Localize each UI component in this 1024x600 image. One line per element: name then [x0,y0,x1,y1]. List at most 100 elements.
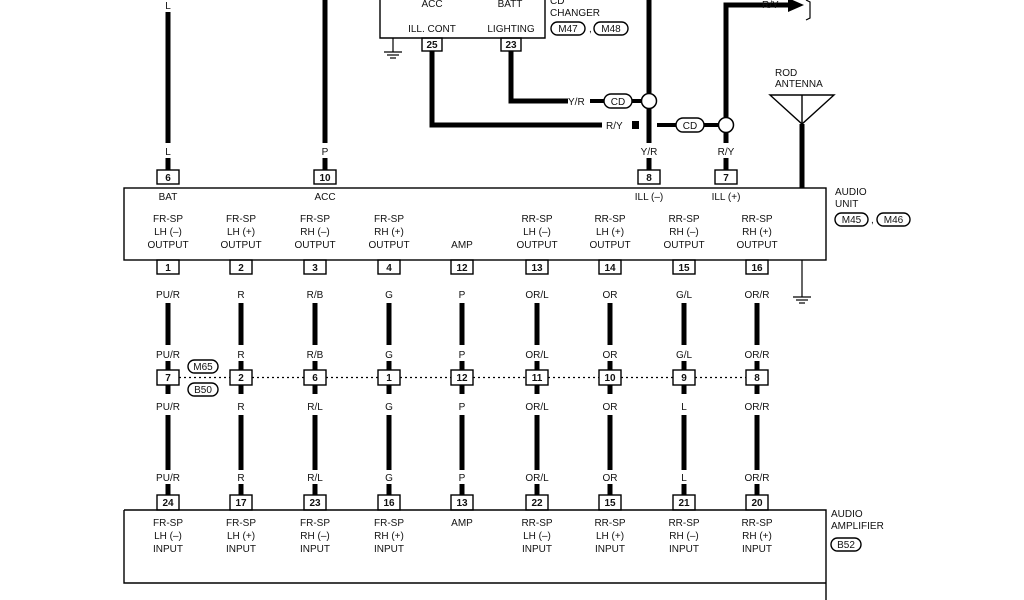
wire-ry-route [429,51,602,128]
audio-unit-output-pin: 4 [386,263,392,274]
wire-code-lower: OR [603,473,618,484]
splice-ry [717,116,735,134]
junction-wire-code-lower: PU/R [156,402,180,413]
junction-wire-code-upper: OR/R [745,350,770,361]
junction-wire-code-upper: R/B [307,350,324,361]
audio-unit-output-pin: 15 [678,263,690,274]
audio-unit-output-pin: 3 [312,263,318,274]
junction-wire-code-upper: P [459,350,466,361]
junction-wire-code-lower: OR [603,402,618,413]
amp-input-pin-box [377,494,401,511]
wire-ry-arrowhead [632,121,639,129]
top-unit-lighting-label: LIGHTING [487,24,534,35]
audio-unit-output-pin-box [745,259,769,275]
top-pin-box [714,169,738,185]
junction-pin: 9 [681,373,687,384]
top-unit-pin-25: 25 [426,40,438,51]
junction-wire-code-lower: R [237,402,244,413]
splice-yr [640,92,658,110]
top-unit-pin-23: 23 [505,40,517,51]
audio-unit-output-pin-box [450,259,474,275]
amp-input-pin-box [303,494,327,511]
junction-wire-code-lower: P [459,402,466,413]
wire-yr-route [508,51,568,104]
svg-text:M65: M65 [193,362,213,373]
junction-wire-code-lower: R/L [307,402,323,413]
wire-code-lower: P [459,473,466,484]
wire-code-lower: OR/R [745,473,770,484]
audio-unit-output-pin-box [303,259,327,275]
junction-connector-m65: M65 [187,359,219,374]
top-pin-wire-code: R/Y [718,147,735,158]
amp-input-pin: 15 [604,498,616,509]
top-pin-name: ILL (–) [635,192,664,203]
junction-pin: 8 [754,373,760,384]
svg-text:CD: CD [683,121,697,132]
wire-code-upper: PU/R [156,290,180,301]
junction-pin: 10 [604,373,616,384]
junction-pin: 2 [238,373,244,384]
top-pin-wire-code: P [322,147,329,158]
svg-text:M47: M47 [558,24,578,35]
cd-connector-1: CD [603,93,633,109]
wire-code-upper: OR [603,290,618,301]
amp-input-pin-box [229,494,253,511]
junction-wire-code-lower: OR/R [745,402,770,413]
junction-pin: 12 [456,373,468,384]
amp-input-pin-box [450,494,474,511]
wire-ry-label: R/Y [606,121,623,132]
wire-code-lower: PU/R [156,473,180,484]
junction-pin: 11 [532,373,543,384]
audio-unit-output-pin: 1 [165,263,171,274]
audio-amplifier-box [123,509,827,600]
top-pin-box [156,169,180,185]
audio-unit-box [123,187,827,261]
amp-input-pin-box [672,494,696,511]
amp-input-pin: 23 [309,498,321,509]
amp-input-pin-box [525,494,549,511]
audio-unit-output-pin-box [672,259,696,275]
audio-amplifier-connector-b52: B52 [830,537,862,552]
amp-input-pin-box [598,494,622,511]
junction-wire-code-lower: G [385,402,393,413]
junction-pin: 1 [386,373,392,384]
wire-code-lower: G [385,473,393,484]
junction-connector-b50: B50 [187,382,219,397]
svg-text:M48: M48 [601,24,621,35]
junction-wire-code-upper: OR [603,350,618,361]
wire-yr-label: Y/R [568,97,585,108]
top-unit-box [379,0,546,39]
audio-unit-connector-m45: M45 [834,212,869,227]
junction-pin: 6 [312,373,318,384]
amp-input-pin-box [745,494,769,511]
audio-unit-output-pin-box [525,259,549,275]
audio-unit-output-pin: 16 [751,263,763,274]
top-pin-box [637,169,661,185]
amp-input-pin: 22 [531,498,543,509]
top-pin-name: BAT [159,192,178,203]
cd-changer-connector-m47: M47 [550,21,586,36]
wire-code-upper: R/B [307,290,324,301]
top-pin-number: 7 [723,173,729,184]
top-pin-number: 8 [646,173,652,184]
svg-text:B52: B52 [837,540,855,551]
junction-wire-code-upper: PU/R [156,350,180,361]
